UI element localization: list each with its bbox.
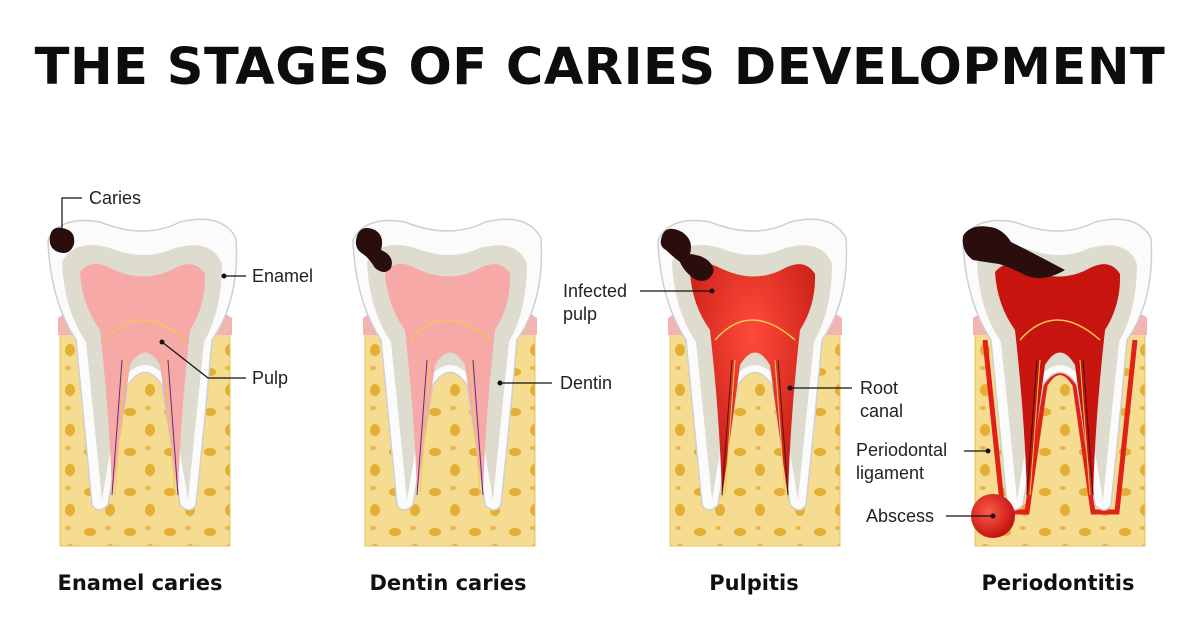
tooth-dentin-caries <box>352 218 543 547</box>
stage-label-dentin-caries: Dentin caries <box>369 571 526 595</box>
callout-caries: Caries <box>61 188 141 236</box>
caries-spot <box>660 228 714 281</box>
label-abscess: Abscess <box>866 506 934 526</box>
callout-root-canal: Root canal <box>787 378 903 421</box>
caries-spot <box>355 228 392 272</box>
page-title: THE STAGES OF CARIES DEVELOPMENT <box>34 38 1166 97</box>
stage-label-enamel-caries: Enamel caries <box>57 571 222 595</box>
label-periodontal-1: Periodontal <box>856 440 947 460</box>
callout-abscess: Abscess <box>866 506 996 526</box>
stage-label-periodontitis: Periodontitis <box>982 571 1135 595</box>
label-dentin: Dentin <box>560 373 612 393</box>
caries-spot <box>49 227 75 253</box>
tooth-periodontitis <box>962 218 1153 547</box>
label-infected-pulp-2: pulp <box>563 304 597 324</box>
stage-label-pulpitis: Pulpitis <box>709 571 799 595</box>
tooth-enamel-caries <box>47 218 238 547</box>
label-pulp: Pulp <box>252 368 288 388</box>
label-enamel: Enamel <box>252 266 313 286</box>
label-root-canal-1: Root <box>860 378 898 398</box>
label-caries: Caries <box>89 188 141 208</box>
tooth-pulpitis <box>657 218 848 547</box>
callout-dentin: Dentin <box>497 373 612 393</box>
callout-periodontal-ligament: Periodontal ligament <box>856 440 991 483</box>
caries-spot <box>962 226 1065 279</box>
label-infected-pulp-1: Infected <box>563 281 627 301</box>
callout-enamel: Enamel <box>221 266 313 286</box>
callout-pulp: Pulp <box>159 339 288 388</box>
label-periodontal-2: ligament <box>856 463 924 483</box>
label-root-canal-2: canal <box>860 401 903 421</box>
callout-infected-pulp: Infected pulp <box>563 281 715 324</box>
